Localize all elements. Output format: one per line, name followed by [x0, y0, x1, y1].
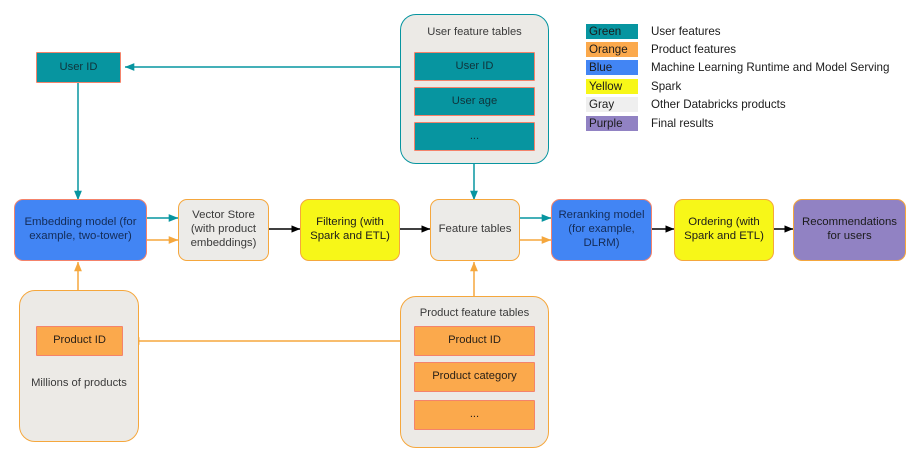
legend-row-purple: Purple Final results [586, 114, 889, 132]
reranking-model-box[interactable]: Reranking model (for example, DLRM) [551, 199, 652, 261]
legend-swatch-yellow: Yellow [586, 78, 638, 94]
embedding-model-box[interactable]: Embedding model (for example, two-tower) [14, 199, 147, 261]
legend-row-green: Green User features [586, 22, 889, 40]
legend-row-gray: Gray Other Databricks products [586, 96, 889, 114]
product-feature-row-product-id[interactable]: Product ID [414, 326, 535, 356]
legend-row-blue: Blue Machine Learning Runtime and Model … [586, 59, 889, 77]
user-feature-row-more[interactable]: ... [414, 122, 535, 151]
legend-desc-blue: Machine Learning Runtime and Model Servi… [651, 61, 890, 75]
legend-desc-green: User features [651, 24, 721, 38]
product-feature-row-more[interactable]: ... [414, 400, 535, 430]
legend-row-yellow: Yellow Spark [586, 77, 889, 95]
legend-swatch-orange: Orange [586, 42, 638, 58]
user-feature-row-user-age[interactable]: User age [414, 87, 535, 116]
millions-of-products-caption: Millions of products [31, 377, 127, 389]
vector-store-box[interactable]: Vector Store (with product embeddings) [178, 199, 269, 261]
legend-desc-yellow: Spark [651, 79, 682, 93]
legend: Green User features Orange Product featu… [586, 22, 889, 132]
recommendations-box[interactable]: Recommendations for users [793, 199, 906, 261]
legend-desc-gray: Other Databricks products [651, 98, 786, 112]
legend-desc-orange: Product features [651, 43, 737, 57]
filtering-box[interactable]: Filtering (with Spark and ETL) [300, 199, 400, 261]
legend-swatch-blue: Blue [586, 60, 638, 76]
legend-desc-purple: Final results [651, 116, 714, 130]
millions-of-products-panel [19, 290, 139, 442]
user-feature-row-user-id[interactable]: User ID [414, 52, 535, 81]
user-id-chip[interactable]: User ID [36, 52, 121, 83]
feature-tables-box[interactable]: Feature tables [430, 199, 520, 261]
user-feature-tables-title: User feature tables [427, 26, 522, 38]
ordering-box[interactable]: Ordering (with Spark and ETL) [674, 199, 774, 261]
products-panel-product-id-chip[interactable]: Product ID [36, 326, 123, 356]
legend-swatch-purple: Purple [586, 115, 638, 131]
legend-row-orange: Orange Product features [586, 40, 889, 58]
product-feature-row-product-category[interactable]: Product category [414, 362, 535, 392]
legend-swatch-green: Green [586, 23, 638, 39]
product-feature-tables-title: Product feature tables [419, 307, 530, 319]
legend-swatch-gray: Gray [586, 97, 638, 113]
